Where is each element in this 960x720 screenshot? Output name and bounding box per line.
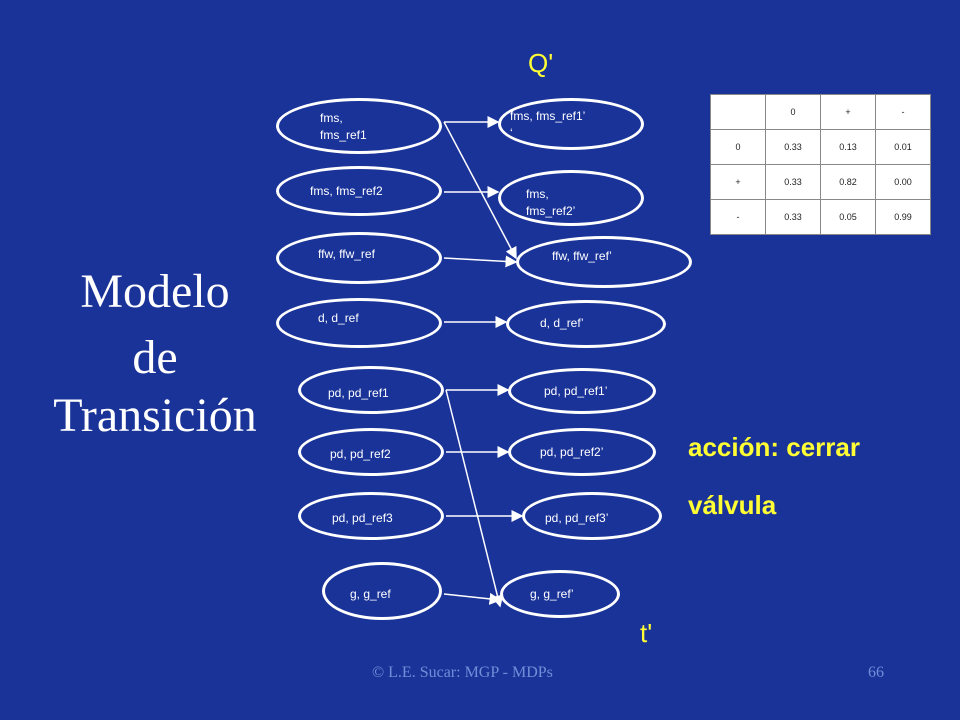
- right-node-label: pd, pd_ref2’: [540, 445, 604, 459]
- left-node-ellipse: [276, 166, 442, 216]
- left-node-label: g, g_ref: [350, 587, 391, 601]
- action-line-2: válvula: [688, 490, 777, 520]
- table-cell: +: [820, 94, 876, 130]
- table-cell: 0: [710, 129, 766, 165]
- right-node-label: ‘: [510, 126, 513, 140]
- right-node-ellipse: [498, 170, 644, 226]
- right-node-label: ffw, ffw_ref’: [552, 249, 612, 263]
- table-cell: [710, 94, 766, 130]
- table-cell: 0.33: [765, 199, 821, 235]
- right-node-ellipse: [508, 368, 656, 414]
- right-node-label: pd, pd_ref1’: [544, 384, 608, 398]
- left-node-label: ffw, ffw_ref: [318, 247, 375, 261]
- title-line-2: de: [132, 331, 178, 384]
- right-node-ellipse: [498, 98, 644, 150]
- table-cell: -: [710, 199, 766, 235]
- probability-table: 0 + - 0 0.33 0.13 0.01 + 0.33 0.82 0.00 …: [710, 94, 931, 235]
- table-cell: 0: [765, 94, 821, 130]
- table-cell: 0.82: [820, 164, 876, 200]
- table-cell: -: [875, 94, 931, 130]
- dependency-arrow: [443, 592, 502, 605]
- table-cell: 0.33: [765, 164, 821, 200]
- right-node-ellipse: [500, 570, 620, 618]
- left-node-ellipse: [276, 232, 442, 284]
- left-node-ellipse: [298, 492, 444, 540]
- table-header-row: 0 + -: [710, 94, 931, 130]
- right-node-ellipse: [508, 428, 656, 476]
- bottom-heading: t': [640, 618, 653, 648]
- left-node-ellipse: [276, 98, 442, 154]
- left-node-label: d, d_ref: [318, 311, 359, 325]
- dependency-arrow: [443, 121, 517, 260]
- action-line-1: acción: cerrar: [688, 432, 860, 462]
- table-cell: 0.05: [820, 199, 876, 235]
- left-node-ellipse: [276, 298, 442, 348]
- title-line-1: Modelo: [80, 265, 230, 318]
- title-line-3: Transición: [53, 389, 257, 442]
- table-cell: 0.33: [765, 129, 821, 165]
- left-node-ellipse: [322, 562, 442, 620]
- right-node-label: g, g_ref’: [530, 587, 574, 601]
- right-node-ellipse: [522, 492, 662, 540]
- table-row: + 0.33 0.82 0.00: [710, 164, 931, 200]
- table-cell: 0.01: [875, 129, 931, 165]
- dependency-arrow: [443, 255, 518, 268]
- right-node-label: fms, fms_ref1’: [510, 109, 586, 123]
- left-node-label: pd, pd_ref1: [328, 386, 389, 400]
- left-node-label: pd, pd_ref3: [332, 511, 393, 525]
- table-cell: 0.99: [875, 199, 931, 235]
- table-cell: 0.00: [875, 164, 931, 200]
- footer-page-number: 66: [868, 664, 884, 681]
- dependency-arrow: [445, 389, 504, 608]
- right-node-label: d, d_ref’: [540, 316, 584, 330]
- left-node-label: fms, fms_ref2: [310, 184, 383, 198]
- top-heading: Q': [528, 48, 554, 78]
- right-node-label: fms_ref2’: [526, 204, 576, 218]
- left-node-label: fms,: [320, 111, 343, 125]
- table-cell: 0.13: [820, 129, 876, 165]
- table-row: - 0.33 0.05 0.99: [710, 199, 931, 235]
- left-node-label: fms_ref1: [320, 128, 367, 142]
- right-node-label: pd, pd_ref3’: [545, 511, 609, 525]
- left-node-label: pd, pd_ref2: [330, 447, 391, 461]
- right-node-label: fms,: [526, 187, 549, 201]
- table-row: 0 0.33 0.13 0.01: [710, 129, 931, 165]
- footer-credit: © L.E. Sucar: MGP - MDPs: [372, 664, 553, 681]
- left-node-ellipse: [298, 428, 444, 476]
- right-node-ellipse: [516, 236, 692, 288]
- table-cell: +: [710, 164, 766, 200]
- right-node-ellipse: [506, 300, 666, 348]
- left-node-ellipse: [298, 366, 444, 414]
